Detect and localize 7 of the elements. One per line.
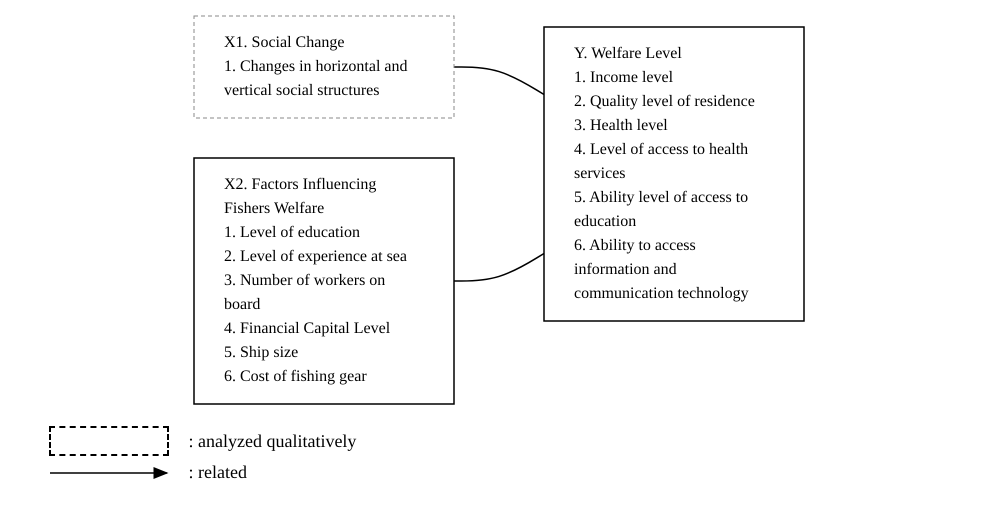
connector [454,252,544,282]
legend-text: : analyzed qualitatively [188,430,356,452]
connector [454,66,544,96]
legend-text: : related [188,462,247,483]
node-box: X2. Factors Influencing Fishers Welfare 1. Level of education 2. Level of experience at sea 3. Number of workers on board 4. Financial Capital Level 5. Ship size 6. Cost of fishing gear [192,157,454,405]
node-box: X1. Social Change 1. Changes in horizontal and vertical social structures [193,16,454,118]
node-box: Y. Welfare Level 1. Income level 2. Quality level of residence 3. Health level 4. Level of access to health services 5. Ability level of access to education 6. Ability to access information and communication technology [542,26,804,322]
